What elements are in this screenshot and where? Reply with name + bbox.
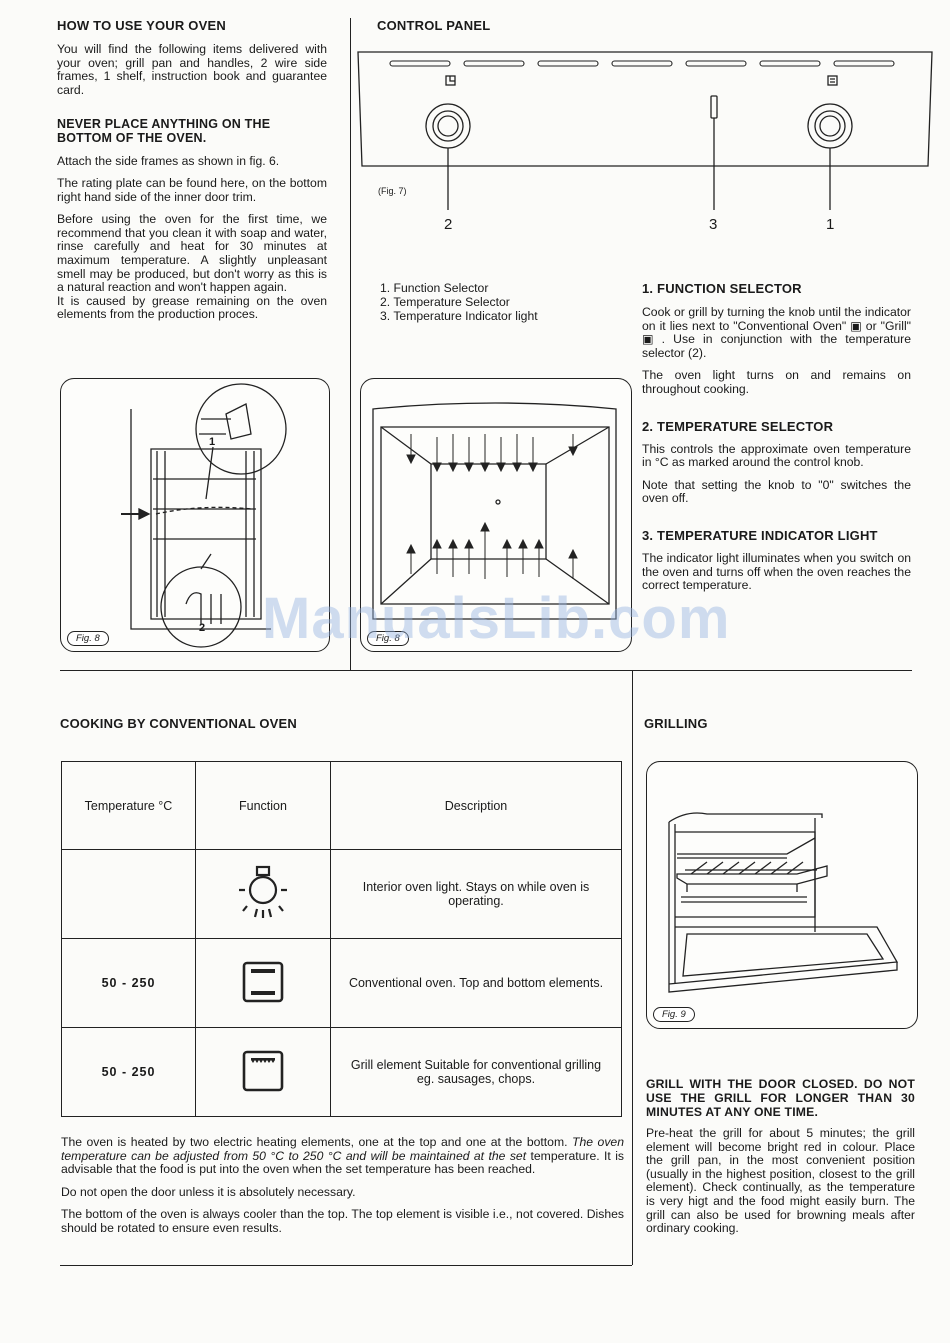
side-frames-callout-1: 1 [209, 436, 216, 448]
temperature-selector-text: This controls the approximate oven tempe… [642, 441, 911, 470]
delivered-items-text: You will find the following items delive… [57, 42, 327, 97]
cooking-table: Temperature °C Function Description Inte… [61, 761, 622, 1117]
row-temperature [61, 849, 196, 939]
heating-elements-text: The oven is heated by two electric heati… [61, 1135, 624, 1177]
side-frames-fig-label: Fig. 8 [67, 631, 109, 646]
legend-item-temperature-selector: 2. Temperature Selector [380, 295, 510, 309]
grill-door-warning: GRILL WITH THE DOOR CLOSED. DO NOT USE T… [646, 1077, 915, 1119]
heating-elements-text-c: temperature. It is advisable that the fo… [61, 1148, 624, 1177]
conventional-oven-icon [242, 961, 284, 1002]
bottom-rule [60, 1265, 632, 1266]
row-function [195, 938, 331, 1028]
callout-function-selector: 1 [826, 216, 835, 233]
legend-item-function-selector: 1. Function Selector [380, 281, 489, 295]
row-temperature: 50 - 250 [61, 938, 196, 1028]
grilling-heading: GRILLING [644, 716, 708, 731]
legend-item-indicator-light: 3. Temperature Indicator light [380, 309, 538, 323]
right-column: 1. FUNCTION SELECTOR Cook or grill by tu… [642, 281, 911, 593]
table-row: Interior oven light. Stays on while oven… [61, 849, 622, 939]
table-row: 50 - 250 Conventional oven. Top and bott… [61, 938, 622, 1028]
control-panel-heading: CONTROL PANEL [377, 18, 491, 33]
control-panel-fig-label: (Fig. 7) [378, 186, 407, 196]
header-description: Description [330, 761, 622, 850]
row-temperature: 50 - 250 [61, 1027, 196, 1117]
even-results-text: The bottom of the oven is always cooler … [61, 1207, 624, 1235]
control-panel-legend: 1. Function Selector 2. Temperature Sele… [380, 281, 630, 323]
manualslib-watermark: ManualsLib.com [262, 586, 731, 651]
indicator-light-heading: 3. TEMPERATURE INDICATOR LIGHT [642, 527, 878, 543]
side-frames-callout-2: 2 [199, 622, 206, 634]
rating-plate-text: The rating plate can be found here, on t… [57, 175, 327, 204]
function-selector-text: Cook or grill by turning the knob until … [642, 305, 911, 360]
heating-elements-text-a: The oven is heated by two electric heati… [61, 1135, 568, 1149]
how-to-use-heading: HOW TO USE YOUR OVEN [57, 18, 226, 33]
side-frames-text: Attach the side frames as shown in fig. … [57, 154, 280, 169]
row-description: Conventional oven. Top and bottom elemen… [330, 938, 622, 1028]
control-panel-drawing [357, 51, 933, 210]
grilling-figure: Fig. 9 [646, 761, 918, 1029]
header-function: Function [195, 761, 331, 850]
function-selector-heading: 1. FUNCTION SELECTOR [642, 281, 802, 296]
side-frames-figure: 1 2 Fig. 8 [60, 378, 330, 652]
row-function [195, 1027, 331, 1117]
callout-indicator-light: 3 [709, 216, 718, 233]
header-temperature: Temperature °C [61, 761, 196, 850]
grilling-drawing [668, 812, 899, 993]
door-warning-text: Do not open the door unless it is absolu… [61, 1184, 356, 1199]
row-description: Interior oven light. Stays on while oven… [330, 849, 622, 939]
table-row: 50 - 250 Grill element Suitable for conv… [61, 1027, 622, 1117]
section-divider [60, 670, 912, 671]
callout-temperature-selector: 2 [444, 216, 453, 233]
knob-zero-text: Note that setting the knob to "0" switch… [642, 477, 911, 506]
left-column: HOW TO USE YOUR OVEN You will find the f… [57, 18, 327, 322]
grill-instructions-text: Pre-heat the grill for about 5 minutes; … [646, 1126, 915, 1236]
indicator-light-text: The indicator light illuminates when you… [642, 550, 911, 593]
temperature-selector-heading: 2. TEMPERATURE SELECTOR [642, 418, 834, 434]
grilling-text: GRILL WITH THE DOOR CLOSED. DO NOT USE T… [646, 1077, 915, 1236]
side-frames-drawing [121, 383, 287, 648]
grease-text: It is caused by grease remaining on the … [57, 293, 327, 322]
oven-airflow-fig-label: Fig. 8 [367, 631, 409, 646]
table-header-row: Temperature °C Function Description [61, 761, 622, 850]
first-use-text: Before using the oven for the first time… [57, 212, 327, 295]
cooking-notes: The oven is heated by two electric heati… [61, 1135, 624, 1236]
light-bulb-icon [239, 865, 287, 918]
oven-airflow-drawing [372, 402, 617, 620]
heating-elements-text-b: The oven temperature can be adjusted fro… [61, 1135, 624, 1163]
column-divider-bottom [632, 671, 633, 1265]
grilling-fig-label: Fig. 9 [653, 1007, 695, 1022]
grill-icon [242, 1050, 284, 1091]
never-place-warning: NEVER PLACE ANYTHING ON THE BOTTOM OF TH… [57, 117, 271, 146]
cooking-heading: COOKING BY CONVENTIONAL OVEN [60, 716, 297, 731]
row-description: Grill element Suitable for conventional … [330, 1027, 622, 1117]
oven-light-text: The oven light turns on and remains on t… [642, 368, 911, 396]
oven-airflow-figure: Fig. 8 [360, 378, 632, 652]
column-divider-top [350, 18, 351, 670]
row-function [195, 849, 331, 939]
